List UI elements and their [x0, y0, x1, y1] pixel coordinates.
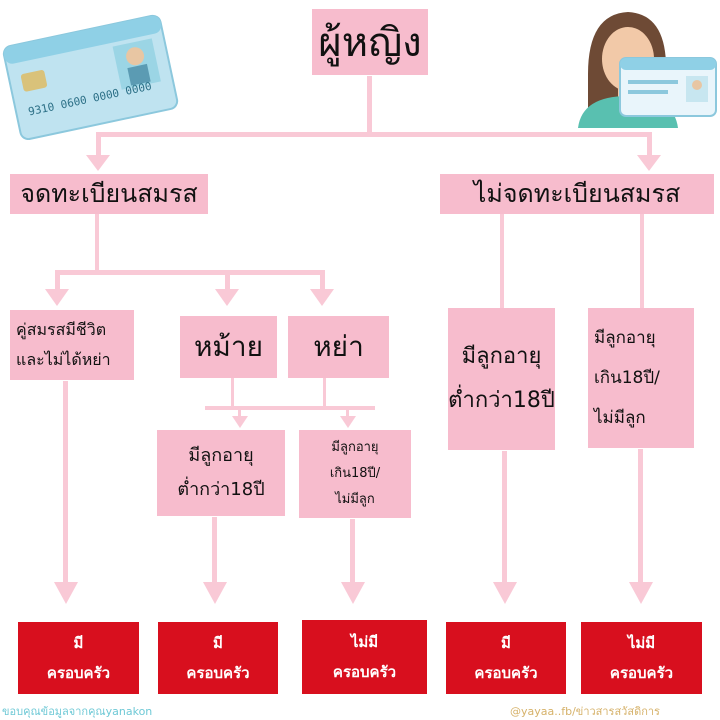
- child-under18-line-2: ต่ำกว่า18ปี: [177, 479, 265, 500]
- result-1-line-2: ครอบครัว: [46, 664, 111, 682]
- result-box-1: มี ครอบครัว: [18, 622, 139, 694]
- id-card-icon: 9310 0600 0000 0000: [2, 14, 179, 140]
- widowed-node: หม้าย: [180, 316, 277, 378]
- unreg-child-under18-line-1: มีลูกอายุ: [461, 344, 542, 369]
- registered-branch: จดทะเบียนสมรส: [10, 174, 208, 214]
- woman-holding-card-icon: [578, 12, 717, 128]
- credit-left: ขอบคุณข้อมูลจากคุณyanakon: [2, 705, 153, 718]
- result-4-line-1: มี: [501, 634, 511, 652]
- root-node: ผู้หญิง: [312, 9, 428, 75]
- widowed-label: หม้าย: [193, 330, 264, 363]
- spouse-alive-line-1: คู่สมรสมีชีวิต: [16, 320, 107, 339]
- child-over18-line-1: มีลูกอายุ: [331, 440, 379, 455]
- unreg-child-over18-node: มีลูกอายุ เกิน18ปี/ ไม่มีลูก: [588, 308, 694, 448]
- divorced-node: หย่า: [288, 316, 389, 378]
- result-box-2: มี ครอบครัว: [158, 622, 278, 694]
- result-3-line-1: ไม่มี: [350, 633, 379, 651]
- spouse-alive-line-2: และไม่ได้หย่า: [16, 350, 111, 369]
- child-over18-line-3: ไม่มีลูก: [335, 492, 375, 507]
- unreg-child-over18-line-1: มีลูกอายุ: [594, 328, 656, 348]
- child-over18-node: มีลูกอายุ เกิน18ปี/ ไม่มีลูก: [299, 430, 411, 518]
- unreg-child-under18-line-2: ต่ำกว่า18ปี: [448, 388, 555, 413]
- divorced-label: หย่า: [313, 330, 364, 363]
- result-2-line-1: มี: [213, 634, 223, 652]
- unregistered-branch: ไม่จดทะเบียนสมรส: [440, 174, 714, 214]
- unreg-child-over18-line-3: ไม่มีลูก: [594, 408, 646, 428]
- child-under18-line-1: มีลูกอายุ: [188, 445, 254, 466]
- registered-branch-label: จดทะเบียนสมรส: [20, 179, 198, 208]
- child-over18-line-2: เกิน18ปี/: [329, 466, 381, 481]
- unreg-child-over18-line-2: เกิน18ปี/: [594, 368, 660, 388]
- result-3-line-2: ครอบครัว: [332, 663, 397, 681]
- result-box-4: มี ครอบครัว: [446, 622, 566, 694]
- unregistered-branch-label: ไม่จดทะเบียนสมรส: [473, 179, 681, 208]
- spouse-alive-node: คู่สมรสมีชีวิต และไม่ได้หย่า: [10, 310, 134, 380]
- result-5-line-1: ไม่มี: [627, 634, 656, 652]
- result-box-3: ไม่มี ครอบครัว: [302, 620, 427, 694]
- result-5-line-2: ครอบครัว: [609, 664, 674, 682]
- unreg-child-under18-node: มีลูกอายุ ต่ำกว่า18ปี: [448, 308, 555, 450]
- result-2-line-2: ครอบครัว: [186, 664, 250, 682]
- result-1-line-1: มี: [73, 634, 84, 652]
- credit-right: @yayaa..fb/ข่าวสารสวัสดิการ: [510, 705, 660, 718]
- result-box-5: ไม่มี ครอบครัว: [581, 622, 702, 694]
- root-label: ผู้หญิง: [318, 20, 422, 66]
- result-4-line-2: ครอบครัว: [474, 664, 538, 682]
- child-under18-node: มีลูกอายุ ต่ำกว่า18ปี: [157, 430, 285, 516]
